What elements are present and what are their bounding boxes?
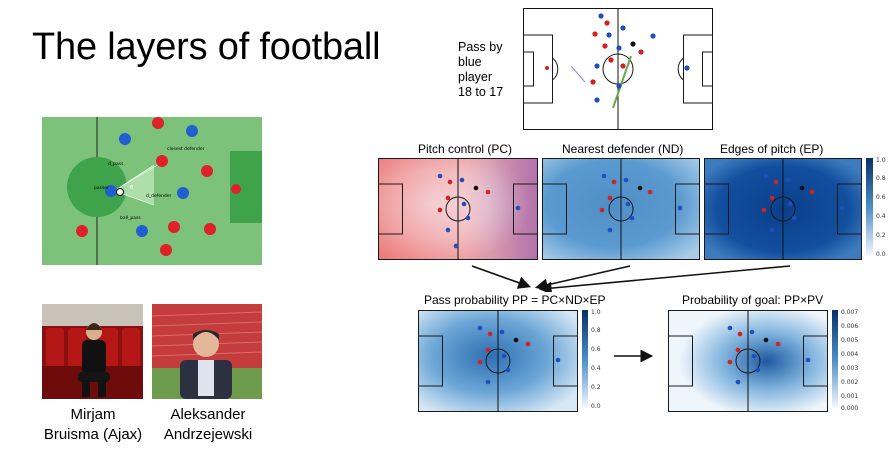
combine-arrows (471, 265, 791, 292)
diagram-ball (116, 188, 124, 196)
pass-example-label: Pass by blue player 18 to 17 (458, 40, 503, 100)
ep-heatmap (704, 158, 862, 260)
colorbar-tick: 0.005 (841, 337, 858, 344)
colorbar-tick: 0.4 (591, 365, 601, 372)
diagram-label-passer: passer (94, 185, 109, 191)
caption-name-line1: Mirjam (70, 406, 116, 423)
colorbar-tick: 0.002 (841, 379, 858, 386)
pp-heatmap (418, 310, 578, 412)
diagram-pass-cone (114, 165, 154, 205)
colorbar-tick: 0.2 (876, 232, 886, 239)
caption-name-line2: Bruisma (Ajax) (43, 426, 143, 443)
colorbar-tick: 0.001 (841, 393, 858, 400)
player-markers (545, 13, 690, 103)
layer-title-nd: Nearest defender (ND) (562, 142, 684, 156)
colorbar-tick: 0.8 (876, 175, 886, 182)
photo-mirjam (42, 304, 143, 399)
pp-colorbar (582, 310, 588, 408)
colorbar-tick: 0.003 (841, 365, 858, 372)
pass-label-line: Pass by (458, 40, 503, 54)
goal-heatmap (668, 310, 828, 412)
nd-heatmap (542, 158, 700, 260)
diagram-closest-defender (156, 155, 168, 167)
diagram-red-player (160, 244, 172, 256)
colorbar-tick: 0.8 (591, 327, 601, 334)
pass-label-line: player (458, 70, 493, 84)
diagram-red-player (204, 223, 216, 235)
diagram-red-player (152, 117, 164, 129)
colorbar-tick: 0.6 (876, 194, 886, 201)
arrow-nd-to-pp (534, 265, 631, 292)
diagram-label-angle: θ (130, 185, 133, 191)
pass-example-pitch (523, 8, 713, 130)
photo-aleksander (152, 304, 262, 399)
colorbar-tick: 0.2 (591, 384, 601, 391)
colorbar-tick: 0.0 (591, 403, 601, 410)
colorbar-tick: 0.4 (876, 213, 886, 220)
colorbar-tick: 0.006 (841, 323, 858, 330)
layers-colorbar (866, 158, 873, 256)
layer-title-pp: Pass probability PP = PC×ND×EP (424, 293, 606, 307)
colorbar-tick: 1.0 (591, 309, 601, 316)
schematic-pitch-diagram: closest defender passer d_pass d_defende… (42, 117, 262, 265)
diagram-blue-player (186, 125, 198, 137)
arrow-pc-to-pp (471, 265, 532, 289)
diagram-defender-line (113, 160, 165, 192)
diagram-center-circle (67, 157, 127, 217)
layer-title-goal: Probability of goal: PP×PV (682, 293, 824, 307)
goal-colorbar (832, 310, 838, 408)
diagram-blue-player (136, 225, 148, 237)
caption-name-line2: Andrzejewski (163, 426, 253, 443)
layer-heatmaps-row: 1.0 0.8 0.6 0.4 0.2 0.0 (378, 157, 886, 260)
diagram-red-player (231, 184, 241, 194)
colorbar-tick: 0.000 (841, 405, 858, 412)
colorbar-tick: 0.6 (591, 346, 601, 353)
diagram-passer (105, 185, 117, 197)
slide-title: The layers of football (32, 26, 381, 68)
diagram-blue-player (177, 187, 189, 199)
pass-label-line: 18 to 17 (458, 85, 504, 99)
diagram-blue-player (119, 133, 131, 145)
diagram-red-player (76, 225, 88, 237)
diagram-label-defender-dist: d_defender (146, 193, 172, 199)
colorbar-tick: 0.0 (876, 251, 886, 258)
pass-label-line: blue (458, 55, 482, 69)
diagram-red-player (168, 221, 180, 233)
diagram-label-pass-dist: d_pass (108, 161, 124, 167)
colorbar-tick: 0.004 (841, 351, 858, 358)
caption-name-line1: Aleksander (170, 406, 246, 423)
colorbar-tick: 1.0 (876, 157, 886, 164)
result-heatmaps-row: 1.0 0.8 0.6 0.4 0.2 0.0 0.007 0.006 0.00… (418, 309, 858, 412)
diagram-label-ball-pass: ball_pass (120, 215, 141, 221)
layer-title-pc: Pitch control (PC) (418, 142, 513, 156)
arrow-ep-to-pp (538, 265, 791, 292)
colorbar-tick: 0.007 (841, 309, 858, 316)
caption-person-2: Aleksander Andrzejewski (150, 405, 266, 445)
diagram-red-player (201, 165, 213, 177)
layer-title-ep: Edges of pitch (EP) (720, 142, 824, 156)
diagram-label-closest-defender: closest defender (167, 146, 205, 152)
pc-heatmap (378, 158, 538, 260)
caption-person-1: Mirjam Bruisma (Ajax) (38, 405, 148, 445)
